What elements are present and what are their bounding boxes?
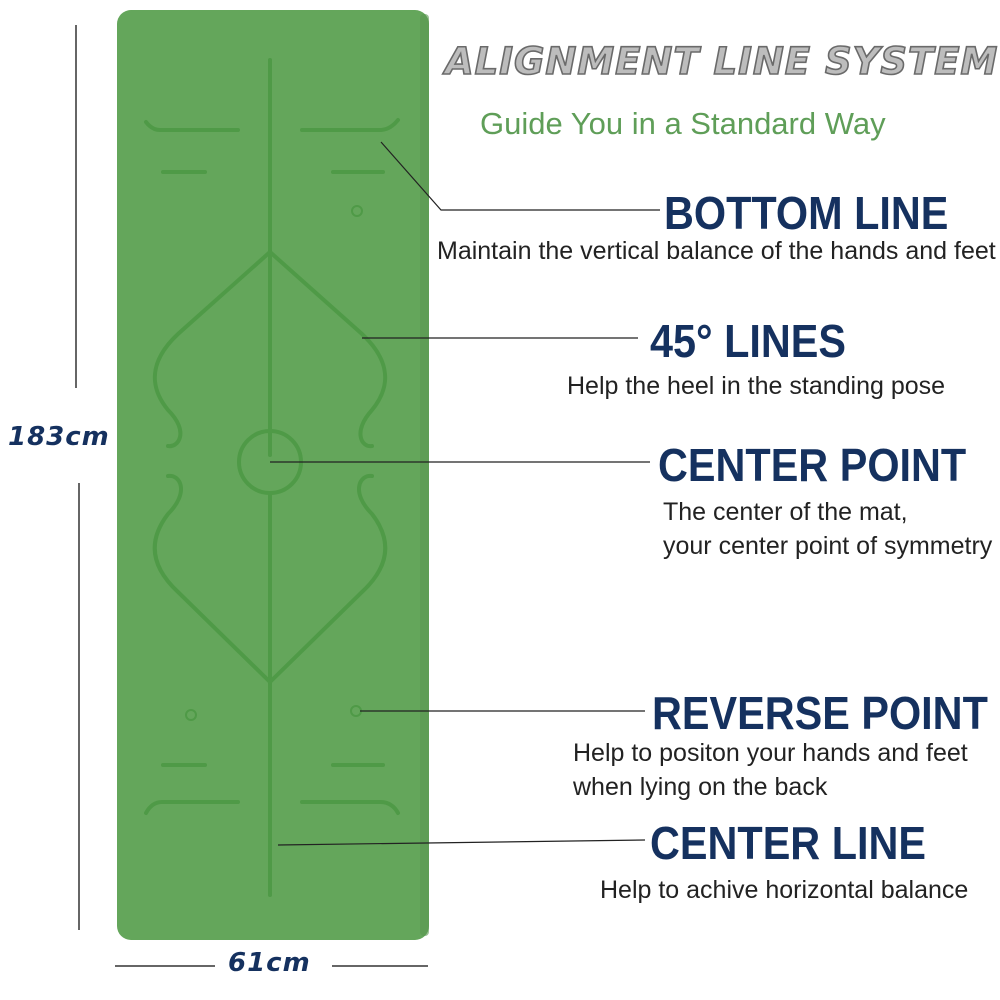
diamond-upper-left [153,250,272,449]
reverse-point-bottom-left [185,709,197,721]
mat-edge-shadow [420,14,429,936]
reverse-points [185,205,363,721]
feature-desc-line: when lying on the back [573,773,828,801]
feature-desc-reverse-point: Help to positon your hands and feet when… [573,736,968,804]
height-dimension-label: 183cm [8,422,110,452]
bottom-line-top-left [144,120,240,132]
feature-title-center-point: CENTER POINT [658,439,967,491]
feature-desc-45-lines: Help the heel in the standing pose [567,369,945,403]
bottom-line-bottom-right [300,800,400,815]
leader-lines [270,141,660,846]
diamond-upper-right [268,250,387,449]
bottom-line-top-right [300,118,400,132]
feature-desc-line: The center of the mat, [663,498,908,526]
feature-desc-line: Help to positon your hands and feet [573,739,968,767]
hero-title: ALIGNMENT LINE SYSTEM [444,39,999,84]
hero-subtitle: Guide You in a Standard Way [480,106,886,141]
feature-desc-bottom-line: Maintain the vertical balance of the han… [437,234,996,268]
diamond-lower-right [268,473,388,684]
diamond-lower-left [152,473,272,684]
mat-body [117,10,429,940]
feature-title-bottom-line: BOTTOM LINE [664,187,949,239]
feature-desc-line: Maintain the vertical balance of the han… [437,237,996,265]
feature-desc-line: Help to achive horizontal balance [600,876,969,904]
feature-title-45-lines: 45° LINES [650,315,847,367]
feature-desc-line: Help the heel in the standing pose [567,372,946,400]
alignment-lines [144,58,400,897]
feature-desc-line: your center point of symmetry [663,532,993,560]
feature-title-center-line: CENTER LINE [650,817,927,869]
width-dimension-label: 61cm [228,948,311,978]
feature-desc-center-point: The center of the mat, your center point… [663,495,992,563]
leader-center-line [277,839,646,846]
feature-title-reverse-point: REVERSE POINT [652,687,988,739]
bottom-line-bottom-left [144,800,240,815]
leader-bottom-line [380,141,660,211]
reverse-point-top-right [351,205,363,217]
feature-desc-center-line: Help to achive horizontal balance [600,873,968,907]
